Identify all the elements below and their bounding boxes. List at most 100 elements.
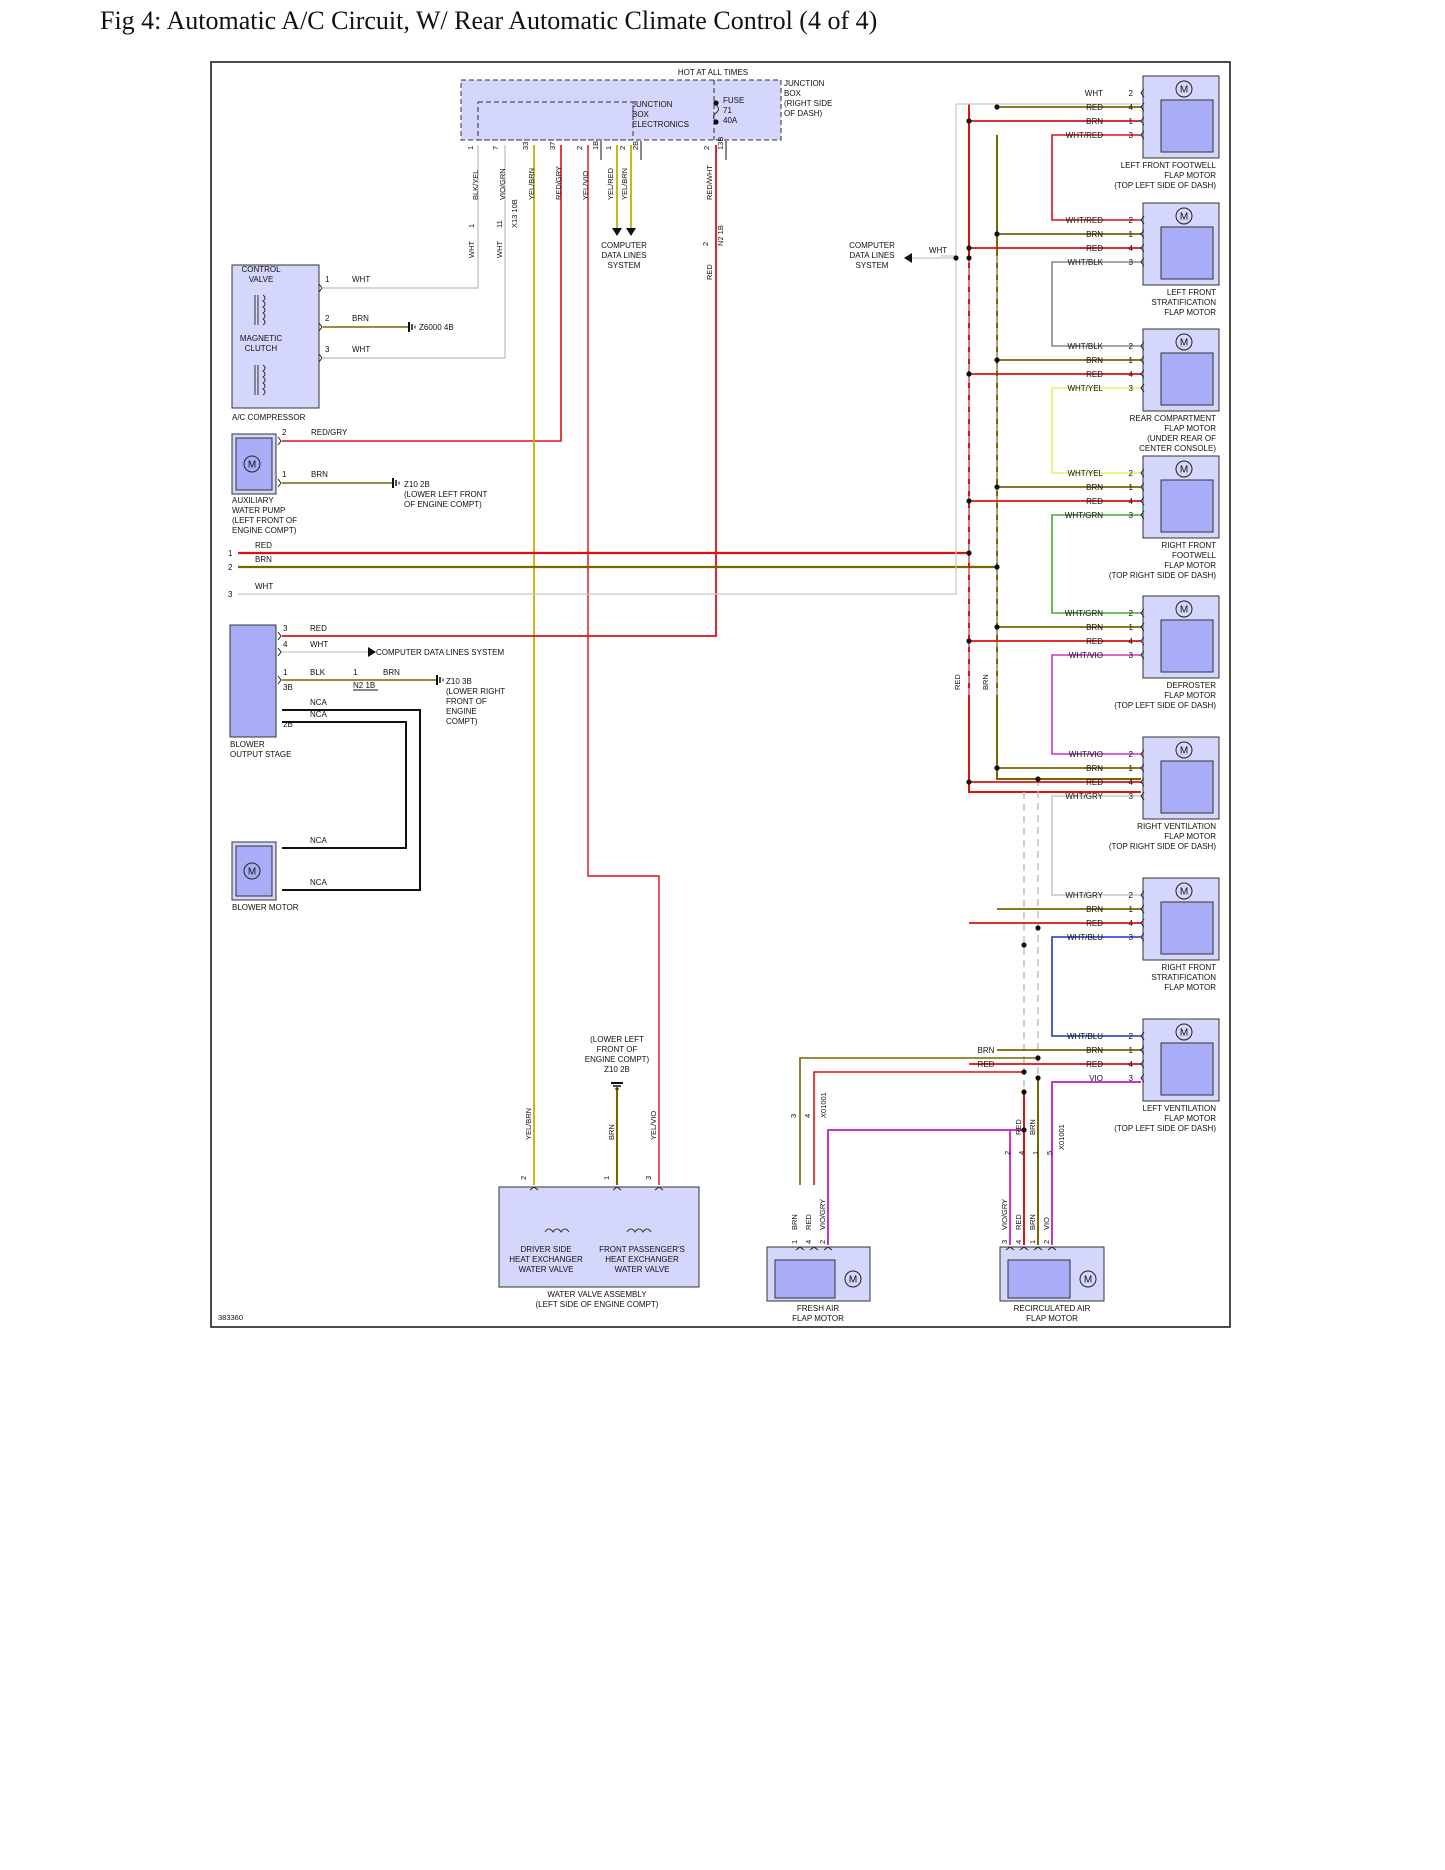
flap-motor-label: (TOP RIGHT SIDE OF DASH) xyxy=(1109,842,1216,851)
aux-pump-label: AUXILIARY xyxy=(232,496,274,505)
pin-marker xyxy=(654,1186,664,1191)
trunk-red xyxy=(968,104,1141,793)
data-lines-top-label: COMPUTER xyxy=(601,241,647,250)
data-lines-top-label: DATA LINES xyxy=(601,251,646,260)
recirc-conn-pin: 4 xyxy=(1017,1151,1026,1155)
splice-dot xyxy=(953,255,959,261)
flap-motor-wire-label: BRN xyxy=(1086,905,1103,914)
jbe-label: ELECTRONICS xyxy=(632,120,689,129)
pin-marker xyxy=(1140,383,1145,393)
water-valve-ground-label: FRONT OF xyxy=(597,1045,638,1054)
water-valve-assembly-label: WATER VALVE ASSEMBLY xyxy=(547,1290,647,1299)
coil-winding xyxy=(262,364,266,396)
flap-motor-label: FLAP MOTOR xyxy=(1164,561,1216,570)
motor-icon-letter: M xyxy=(1180,85,1188,96)
junction-box xyxy=(460,79,782,141)
flap-motor-label: FLAP MOTOR xyxy=(1164,308,1216,317)
splice-dot xyxy=(966,779,972,785)
blower-stage-wire-label: WHT xyxy=(310,640,328,649)
flap-motor-wire-label: WHT/GRY xyxy=(1065,792,1103,801)
splice-dot xyxy=(1035,925,1041,931)
pin-marker xyxy=(1140,1031,1145,1041)
recirc-wire-label: VIO/GRY xyxy=(1000,1199,1009,1230)
jb-wire-label: RED/GRY xyxy=(554,166,563,200)
motor-icon-letter: M xyxy=(1084,1275,1092,1286)
motor-icon xyxy=(1175,1023,1193,1041)
flap-motor-wire-label: BRN xyxy=(1086,230,1103,239)
water-valve-pin-number: 2 xyxy=(519,1176,528,1180)
pin-marker xyxy=(277,647,282,657)
flap-motor-pin-number: 4 xyxy=(1129,103,1134,112)
flap-motor-pin-number: 2 xyxy=(1129,216,1134,225)
flap-motor-label: (UNDER REAR OF xyxy=(1147,434,1216,443)
splice-dot xyxy=(1021,1069,1027,1075)
bus-wire-label: BRN xyxy=(255,555,272,564)
fresh-air-wire-label: BRN xyxy=(790,1214,799,1230)
flap-motor-body xyxy=(1160,479,1214,533)
connector-label: X13 10B xyxy=(510,199,519,228)
recirc-wire-label: VIO xyxy=(1042,1217,1051,1230)
flap-motor-label: LEFT VENTILATION xyxy=(1143,1104,1217,1113)
jb-pin-number: 2 xyxy=(701,242,710,246)
water-valve-assembly-label: (LEFT SIDE OF ENGINE COMPT) xyxy=(536,1300,659,1309)
data-lines-right-label: COMPUTER xyxy=(849,241,895,250)
wire-nca-inner xyxy=(282,721,407,849)
recirc-connector-label: X01001 xyxy=(1057,1124,1066,1150)
flap-motor-pin-number: 4 xyxy=(1129,244,1134,253)
flap-motor-pin-number: 1 xyxy=(1129,117,1134,126)
motor-icon-letter: M xyxy=(248,867,256,878)
jb-pin-number: 1 xyxy=(467,224,476,228)
figure-title: Fig 4: Automatic A/C Circuit, W/ Rear Au… xyxy=(100,6,878,35)
flap-motor-wire-label: RED xyxy=(1086,497,1103,506)
jb-pin-number: 7 xyxy=(491,146,500,150)
fuse-label: 40A xyxy=(723,116,738,125)
pin-marker xyxy=(277,675,282,685)
water-valve-ground-label: ENGINE COMPT) xyxy=(585,1055,650,1064)
pin-marker xyxy=(1033,1246,1043,1251)
ground-icon xyxy=(611,1082,623,1090)
blower-stage-wire-label: NCA xyxy=(310,710,328,719)
splice-dot xyxy=(966,498,972,504)
blower-stage-wire-label: NCA xyxy=(310,698,328,707)
motor-icon xyxy=(1175,333,1193,351)
flap-motor-body xyxy=(1160,352,1214,406)
blower-stage-ground-label: (LOWER RIGHT xyxy=(446,687,505,696)
clutch-ground-icon xyxy=(408,322,416,332)
splice-dot xyxy=(994,104,1000,110)
jb-wire-label: YEL/BRN xyxy=(620,168,629,200)
flap-motor-pin-number: 2 xyxy=(1129,469,1134,478)
jbe-label: JUNCTION xyxy=(632,100,673,109)
flap-motor-label: RIGHT FRONT xyxy=(1161,963,1216,972)
flap-motor-wire-label: WHT/GRY xyxy=(1065,891,1103,900)
fuse-icon xyxy=(713,104,719,122)
wire-interlink-5 xyxy=(1051,654,1141,755)
pin-marker xyxy=(1140,88,1145,98)
compressor-wire-label: WHT xyxy=(352,275,370,284)
motor-icon xyxy=(1175,600,1193,618)
jb-pin-number: 2 xyxy=(702,146,711,150)
motor-icon xyxy=(1175,741,1193,759)
jb-pin-number: 33 xyxy=(521,142,530,150)
flap-motor-wire-label: RED xyxy=(1086,778,1103,787)
aux-pump-pin-number: 2 xyxy=(282,428,287,437)
pin-marker xyxy=(1140,932,1145,942)
bus-pin-number: 1 xyxy=(228,549,233,558)
flap-motor-body xyxy=(1160,1042,1214,1096)
flap-motor-wire-label: WHT/BLK xyxy=(1067,342,1103,351)
arrow-icon xyxy=(612,228,622,236)
driver-valve-label: HEAT EXCHANGER xyxy=(509,1255,583,1264)
wire-red-fresh-air xyxy=(813,1071,1024,1185)
compressor-pin-number: 3 xyxy=(325,345,330,354)
motor-icon xyxy=(844,1270,862,1288)
fresh-air-top-wire-label: BRN xyxy=(978,1046,995,1055)
splice-dot xyxy=(966,245,972,251)
motor-icon-letter: M xyxy=(1180,746,1188,757)
pin-marker xyxy=(1005,1246,1015,1251)
flap-motor-label: LEFT FRONT xyxy=(1167,288,1216,297)
pin-marker xyxy=(277,631,282,641)
splice-dot xyxy=(994,484,1000,490)
splice-dot xyxy=(966,118,972,124)
splice-dot xyxy=(1035,1075,1041,1081)
flap-motor-pin-number: 3 xyxy=(1129,792,1134,801)
jb-pin-number: 2 xyxy=(575,146,584,150)
